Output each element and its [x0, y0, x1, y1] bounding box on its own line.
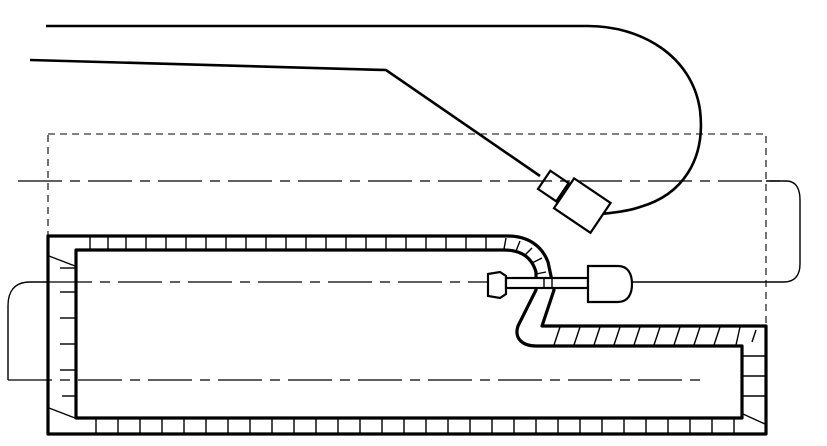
probe-housing	[586, 264, 634, 304]
trough-inner-wall	[74, 248, 744, 420]
probe-rod	[504, 276, 590, 290]
dashed-envelope	[47, 133, 767, 435]
probe-head	[486, 270, 508, 300]
right-loop	[630, 180, 801, 283]
gun-body	[552, 176, 613, 235]
hatch-bottom	[95, 419, 735, 433]
gun-head	[536, 169, 613, 235]
probe-assembly	[486, 264, 634, 304]
hatch-right	[742, 355, 766, 425]
gun-nozzle	[536, 169, 571, 203]
trough-outer-wall	[46, 234, 768, 436]
lower-guide-line	[29, 58, 541, 178]
left-loop	[7, 281, 48, 380]
hatch-top	[89, 237, 547, 275]
hatch-left	[48, 255, 76, 419]
upper-guide-curve	[46, 24, 703, 216]
hatch-step	[553, 326, 757, 346]
